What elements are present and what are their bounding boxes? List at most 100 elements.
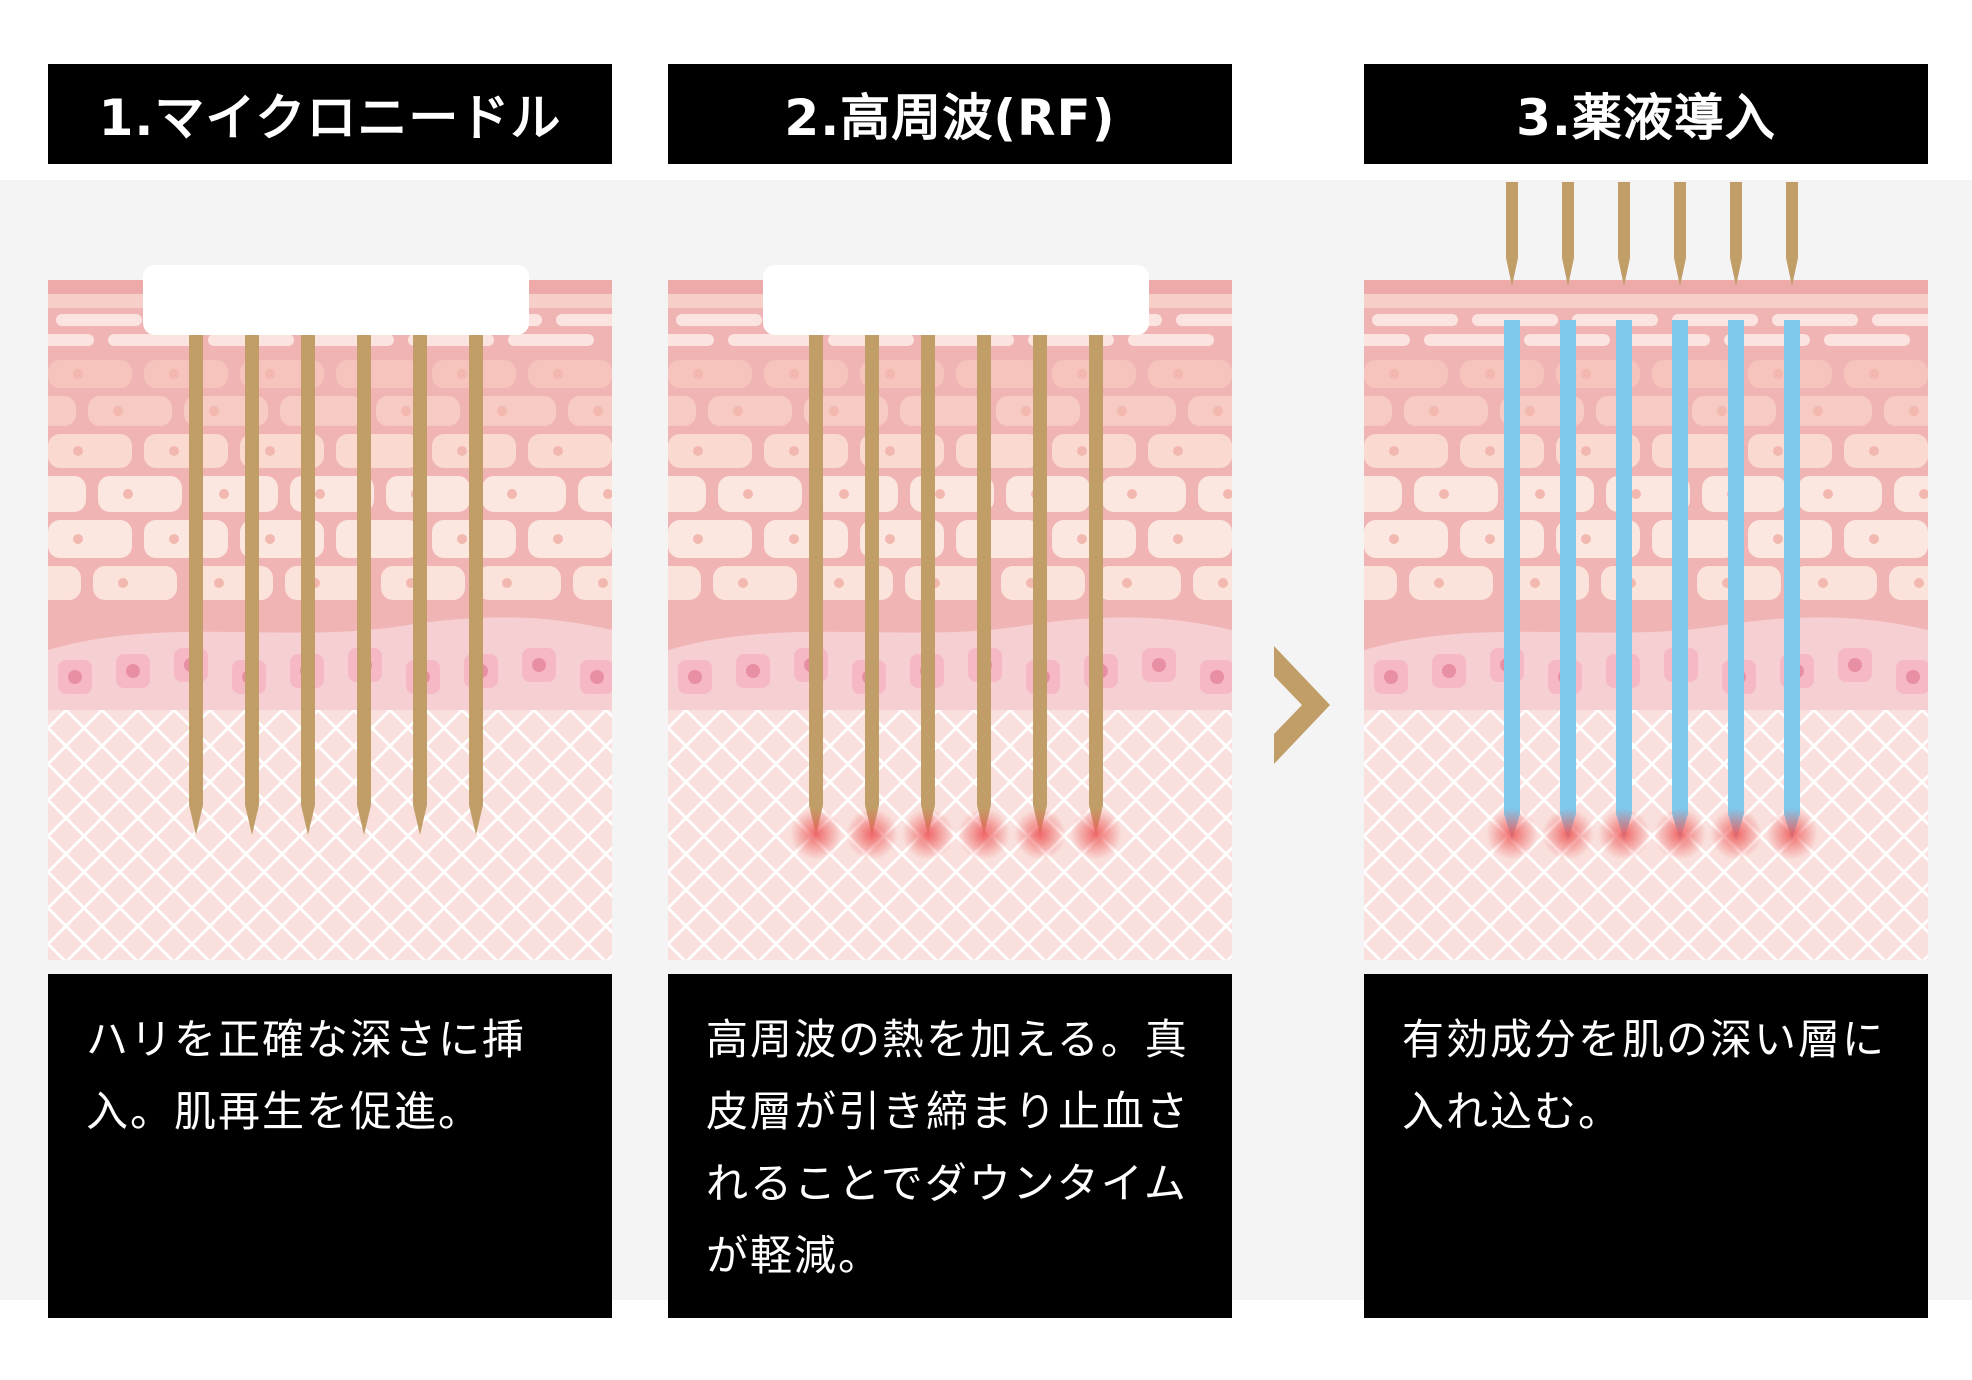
skin-cell <box>472 396 556 426</box>
cell-nucleus <box>169 369 179 379</box>
skin-cell <box>1409 566 1493 600</box>
skin-cell <box>1652 434 1736 468</box>
skin-cell <box>1193 566 1232 600</box>
step-panel-drug-delivery: 3.薬液導入 有効成分を肌の深い層に入れ込む。 <box>1364 0 1928 1380</box>
skin-cell <box>1788 396 1872 426</box>
basal-nucleus <box>746 664 760 678</box>
skin-cell <box>905 566 989 600</box>
cell-nucleus <box>1818 578 1828 588</box>
horny-cell <box>676 314 762 326</box>
skin-cell <box>1844 434 1928 468</box>
cell-nucleus <box>743 489 753 499</box>
needle-shaft <box>301 335 315 805</box>
skin-cell <box>1793 566 1877 600</box>
heat-glow <box>958 808 1010 860</box>
skin-cell <box>1460 434 1544 468</box>
needle-tip <box>1730 258 1742 286</box>
skin-cell <box>1460 520 1544 558</box>
skin-cell <box>386 476 470 512</box>
skin-cell <box>285 566 369 600</box>
fluid-channel <box>1560 320 1576 814</box>
skin-cell <box>956 360 1040 388</box>
skin-cell <box>1884 396 1928 426</box>
step-panel-rf: 2.高周波(RF) 高周波の熱を加える。真皮層が引き締まり止血されることでダウン… <box>668 0 1232 1380</box>
skin-cell <box>1148 360 1232 388</box>
skin-cell <box>336 434 420 468</box>
needle-tip <box>469 805 483 835</box>
cell-nucleus <box>1869 446 1879 456</box>
step-title: 3.薬液導入 <box>1364 64 1928 164</box>
skin-cell <box>956 434 1040 468</box>
cell-nucleus <box>789 534 799 544</box>
skin-cell <box>1844 360 1928 388</box>
skin-cell <box>1652 360 1736 388</box>
cell-nucleus <box>169 534 179 544</box>
cell-nucleus <box>1530 578 1540 588</box>
skin-cell <box>88 396 172 426</box>
horny-cell <box>1824 334 1910 346</box>
skin-cell <box>1364 566 1397 600</box>
needle-shaft <box>809 335 823 805</box>
fluid-channel <box>1728 320 1744 814</box>
cell-nucleus <box>1439 489 1449 499</box>
cell-nucleus <box>885 446 895 456</box>
device-head <box>143 265 529 335</box>
needle-shaft <box>1506 182 1518 258</box>
skin-cell <box>1006 476 1090 512</box>
cell-nucleus <box>1919 489 1928 499</box>
device-head <box>763 265 1149 335</box>
cell-nucleus <box>73 446 83 456</box>
cell-nucleus <box>1813 406 1823 416</box>
cell-nucleus <box>1631 489 1641 499</box>
cell-nucleus <box>1535 489 1545 499</box>
cell-nucleus <box>1389 446 1399 456</box>
skin-cell <box>814 476 898 512</box>
cell-nucleus <box>1485 534 1495 544</box>
basal-nucleus <box>68 670 82 684</box>
cell-nucleus <box>219 489 229 499</box>
horny-cell <box>108 334 194 346</box>
cell-nucleus <box>1389 369 1399 379</box>
needle-tip <box>1786 258 1798 286</box>
skin-cell <box>668 360 752 388</box>
needle-shaft <box>1089 335 1103 805</box>
cell-nucleus <box>315 489 325 499</box>
cell-nucleus <box>1773 534 1783 544</box>
horny-cell <box>56 314 142 326</box>
skin-cell <box>48 566 81 600</box>
cell-nucleus <box>1117 406 1127 416</box>
skin-cell <box>144 434 228 468</box>
cell-nucleus <box>1429 406 1439 416</box>
cell-nucleus <box>1389 534 1399 544</box>
cell-nucleus <box>1581 446 1591 456</box>
cell-nucleus <box>693 534 703 544</box>
skin-cell <box>1798 476 1882 512</box>
skin-cell <box>1510 476 1594 512</box>
cell-nucleus <box>1173 446 1183 456</box>
skin-cell <box>98 476 182 512</box>
epidermis-stripe <box>1364 280 1928 294</box>
horny-cell <box>928 334 1014 346</box>
skin-cell <box>48 520 132 558</box>
skin-cell <box>708 396 792 426</box>
cell-nucleus <box>693 369 703 379</box>
cell-nucleus <box>738 578 748 588</box>
skin-cell <box>764 520 848 558</box>
needle-shaft <box>245 335 259 805</box>
skin-cell <box>578 476 612 512</box>
needle-shaft <box>921 335 935 805</box>
needle-shaft <box>1730 182 1742 258</box>
cell-nucleus <box>553 534 563 544</box>
skin-diagram-microneedle <box>48 265 612 960</box>
skin-cell <box>1414 476 1498 512</box>
skin-diagram-rf <box>668 265 1232 960</box>
heat-glow <box>1486 808 1538 860</box>
heat-glow <box>1070 808 1122 860</box>
horny-cell <box>1176 314 1232 326</box>
cell-nucleus <box>1077 534 1087 544</box>
horny-cell <box>1372 314 1458 326</box>
cell-nucleus <box>1077 369 1087 379</box>
skin-cell <box>764 434 848 468</box>
skin-cell <box>528 360 612 388</box>
skin-cell <box>1404 396 1488 426</box>
